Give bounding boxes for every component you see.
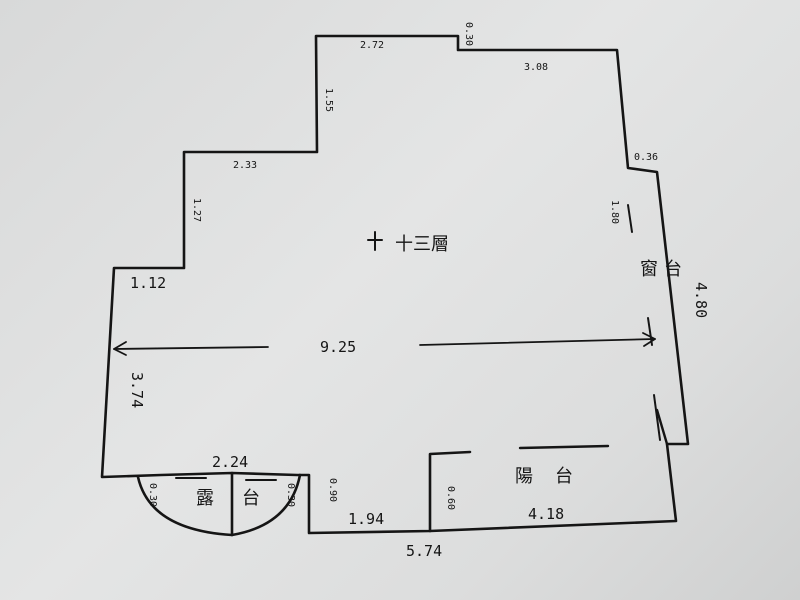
- balcony-opening: [518, 444, 610, 450]
- dim-balcony-small: 0.60: [445, 486, 456, 510]
- outer-wall-outline: [100, 34, 690, 535]
- balcony-wall: [428, 450, 472, 533]
- dim-step-upper: 1.55: [323, 88, 334, 112]
- window-mark-upper: [627, 204, 633, 233]
- dim-right-notch: 0.36: [634, 152, 658, 163]
- floor-label: 十三層: [395, 234, 449, 255]
- dim-top-mid: 2.72: [360, 40, 384, 51]
- dimension-line-left: [113, 346, 269, 350]
- wall-tick: [653, 394, 661, 441]
- dim-step-mid-h: 2.33: [233, 160, 257, 171]
- dim-bottom-mid: 1.94: [348, 510, 384, 528]
- dim-bottom-notch: 0.90: [327, 478, 338, 502]
- dim-bay-small-left: 0.30: [147, 483, 158, 507]
- dim-bay-small-right: 0.30: [285, 483, 296, 507]
- balcony-right-wall: [655, 408, 669, 446]
- dim-left-lower: 3.74: [128, 372, 146, 408]
- dimension-arrow-left: [113, 341, 127, 356]
- dimension-line-right: [419, 338, 656, 346]
- small-balcony-label: 露台: [196, 488, 288, 509]
- dimension-arrow-right: [642, 332, 656, 347]
- dim-step-mid-v: 1.27: [191, 198, 202, 222]
- dim-right-height: 4.80: [692, 282, 710, 318]
- dim-width-total: 9.25: [320, 338, 356, 356]
- dim-window: 1.80: [609, 200, 620, 224]
- dim-balcony-width: 4.18: [528, 505, 564, 523]
- dim-top-right: 3.08: [524, 62, 548, 73]
- dim-left-top: 1.12: [130, 274, 166, 292]
- dim-bay-width: 2.24: [212, 453, 248, 471]
- balcony-label: 陽台: [515, 466, 595, 487]
- dim-bottom-total: 5.74: [406, 542, 442, 560]
- dim-top-notch: 0.30: [463, 22, 474, 46]
- window-label: 窗台: [640, 259, 688, 280]
